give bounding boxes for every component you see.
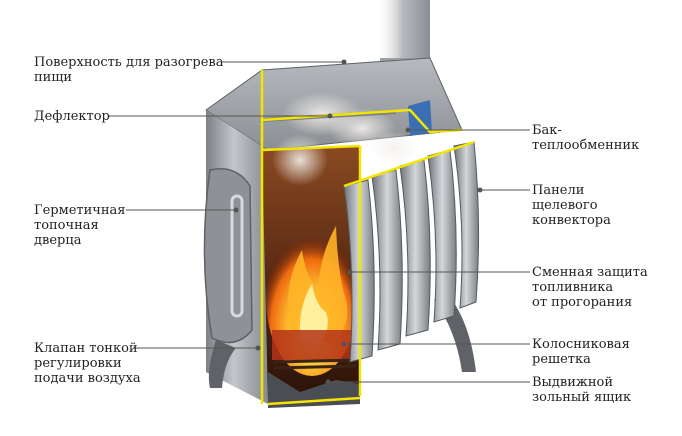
grate-bars xyxy=(273,358,357,370)
label-sealed-door: Герметичная топочная дверца xyxy=(34,203,126,248)
label-heat-exchanger-tank: Бак- теплообменник xyxy=(532,123,640,153)
leader-dot xyxy=(255,345,261,351)
flame-tongue xyxy=(299,284,328,344)
convector-rib xyxy=(453,141,480,309)
label-air-valve: Клапан тонкой регулировки подачи воздуха xyxy=(34,341,141,386)
leader-dot xyxy=(341,59,347,65)
convector-rib xyxy=(399,159,431,337)
leader-dot xyxy=(327,113,333,119)
smoke-cloud xyxy=(272,134,328,186)
leader-dot xyxy=(477,187,483,193)
leader-dot xyxy=(233,207,239,213)
smoke-cloud xyxy=(370,132,418,164)
cutaway-edge xyxy=(260,70,475,406)
stove-leg-left xyxy=(208,340,236,388)
convector-ribs xyxy=(343,141,480,363)
label-grate: Колосниковая решетка xyxy=(532,337,630,367)
convector-rib xyxy=(371,169,403,351)
leader-dot xyxy=(405,127,411,133)
label-deflector: Дефлектор xyxy=(34,109,110,124)
leader-dot xyxy=(325,379,331,385)
leader-dot xyxy=(341,341,347,347)
label-ash-drawer: Выдвижной зольный ящик xyxy=(532,375,632,405)
grate-embers xyxy=(272,330,354,360)
label-firebox-protection: Сменная защита топливника от прогорания xyxy=(532,265,648,310)
leader-dot xyxy=(347,269,353,275)
label-convector-panels: Панели щелевого конвектора xyxy=(532,183,611,228)
leader-lines xyxy=(108,59,530,385)
door-handle xyxy=(230,194,244,318)
sealed-door xyxy=(203,168,253,344)
convector-rib xyxy=(427,149,457,323)
label-cooking-surface: Поверхность для разогрева пищи xyxy=(34,55,224,85)
